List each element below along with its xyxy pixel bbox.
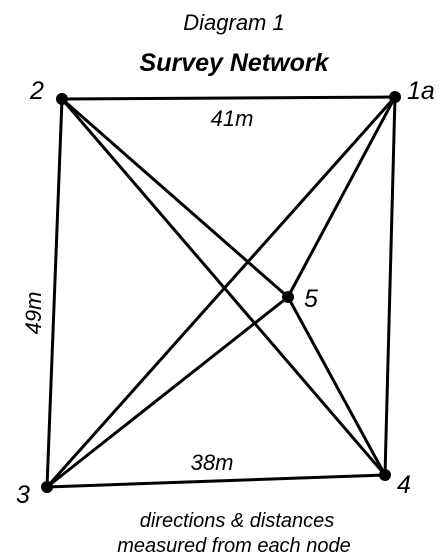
edge-1a-5: [286, 95, 397, 299]
distance-labels-group: 41m 49m 38m: [21, 106, 253, 475]
node-1a-label: 1a: [407, 77, 435, 105]
edge-3-4-distance-label: 38m: [191, 450, 234, 475]
footnote-line-2: measured from each node: [117, 535, 350, 557]
diagram-title: Survey Network: [140, 49, 330, 77]
edge-2-3-distance-label: 49m: [21, 292, 46, 335]
node-3-point: [41, 481, 53, 493]
node-4-point: [379, 469, 391, 481]
edge-2-3: [45, 97, 64, 489]
node-labels-group: 1a 2 3 4 5: [16, 77, 435, 509]
edge-2-1a-distance-label: 41m: [211, 106, 254, 131]
node-1a-point: [389, 91, 401, 103]
diagram-caption: Diagram 1: [183, 10, 284, 35]
node-5-point: [282, 291, 294, 303]
node-4-label: 4: [397, 471, 411, 499]
nodes-group: [41, 91, 401, 493]
edge-3-5: [45, 295, 290, 489]
node-2-point: [56, 93, 68, 105]
node-5-label: 5: [304, 285, 318, 313]
node-3-label: 3: [16, 481, 30, 509]
edge-5-4: [286, 295, 387, 477]
edge-1a-4: [383, 95, 397, 477]
edge-3-4: [45, 473, 387, 489]
edge-3-1a: [45, 95, 397, 489]
edge-2-5: [60, 97, 290, 299]
edge-2-1a: [60, 95, 397, 101]
edges-group: [45, 95, 397, 489]
footnote-line-1: directions & distances: [140, 510, 335, 532]
node-2-label: 2: [29, 77, 44, 105]
